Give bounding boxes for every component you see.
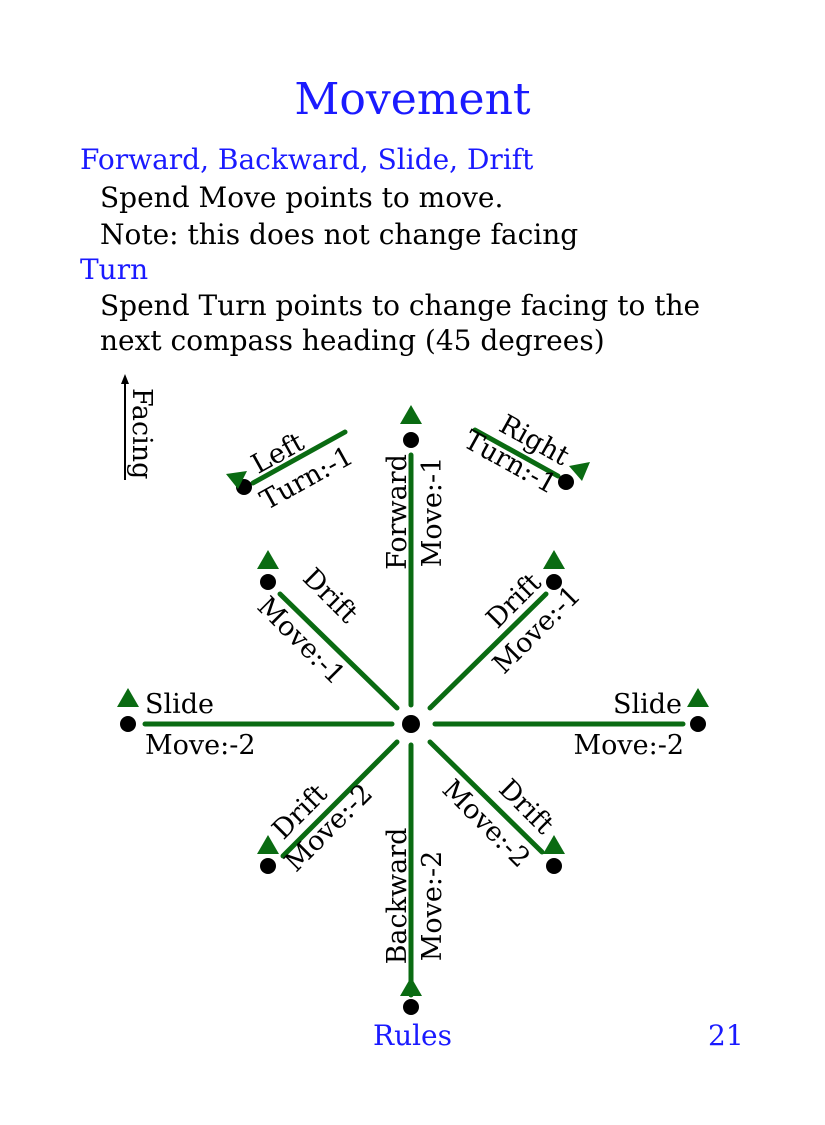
drift-back-right-line <box>427 739 545 855</box>
slide-left-endpoint-dot <box>120 716 136 732</box>
backward-label: Backward <box>382 828 413 965</box>
section-body-line: Spend Move points to move. <box>100 181 504 214</box>
forward-endpoint-dot <box>403 432 419 448</box>
slide-right-label: Slide <box>613 689 682 720</box>
facing-arrow-icon <box>121 374 129 384</box>
forward-label: Forward <box>382 454 413 570</box>
slide-left-label: Slide <box>145 689 214 720</box>
drift-back-right-endpoint-dot <box>546 858 562 874</box>
section-heading-turn: Turn <box>80 253 149 286</box>
facing-legend: Facing <box>121 374 157 480</box>
drift-back-left-arrow-icon <box>257 835 279 854</box>
drift-back-right-arrow-icon <box>543 835 565 854</box>
slide-right-cost-label: Move:-2 <box>573 730 684 761</box>
drift-back-left-line <box>280 739 400 859</box>
drift-forward-right-arrow-icon <box>543 550 565 569</box>
backward-arrow-icon <box>400 977 422 996</box>
page-title: Movement <box>294 74 531 125</box>
turn-left-arrow-icon <box>226 471 247 489</box>
turn-right-arrow-icon <box>569 462 590 481</box>
turn-right-endpoint-dot <box>558 474 574 490</box>
footer-rules-link[interactable]: Rules <box>372 1019 452 1052</box>
section-heading-movement: Forward, Backward, Slide, Drift <box>80 143 534 176</box>
forward-arrow-icon <box>400 405 422 424</box>
backward-endpoint-dot <box>403 999 419 1015</box>
drift-back-left-endpoint-dot <box>260 858 276 874</box>
facing-label: Facing <box>126 388 157 479</box>
section-body-line: next compass heading (45 degrees) <box>100 324 605 357</box>
drift-forward-right-line <box>427 591 549 711</box>
slide-left-cost-label: Move:-2 <box>145 730 256 761</box>
drift-forward-left-line <box>277 591 400 711</box>
center-dot <box>402 715 420 733</box>
slide-right-endpoint-dot <box>690 716 706 732</box>
forward-cost-label: Move:-1 <box>417 457 448 568</box>
backward-cost-label: Move:-2 <box>417 851 448 962</box>
drift-forward-right-endpoint-dot <box>546 574 562 590</box>
turn-right-line <box>472 427 561 479</box>
slide-right-arrow-icon <box>687 688 709 707</box>
drift-forward-left-arrow-icon <box>257 550 279 569</box>
slide-left-arrow-icon <box>117 688 139 707</box>
drift-forward-left-endpoint-dot <box>260 574 276 590</box>
section-body-line: Spend Turn points to change facing to th… <box>100 289 701 322</box>
page-number: 21 <box>708 1019 744 1052</box>
turn-left-line <box>250 429 348 486</box>
section-body-line: Note: this does not change facing <box>100 218 579 251</box>
